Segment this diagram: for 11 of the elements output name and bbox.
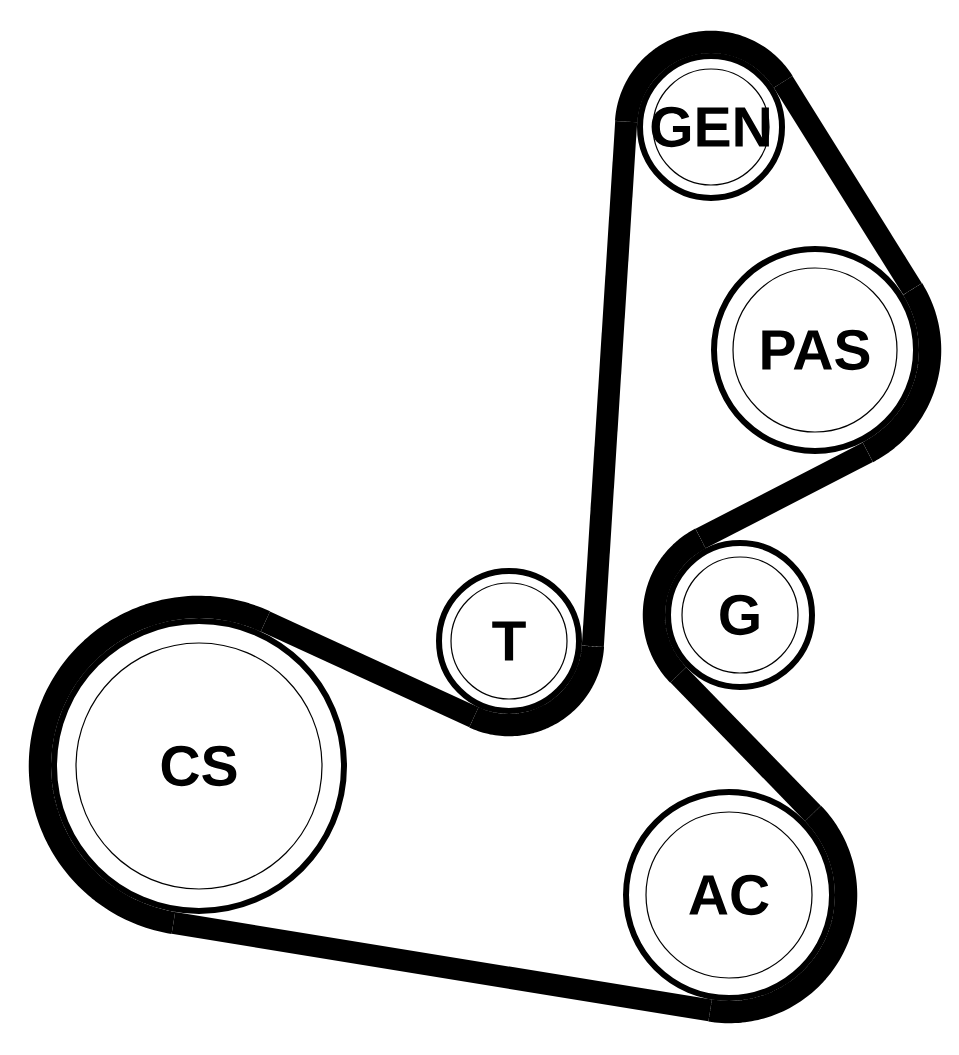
belt [581, 120, 638, 648]
pulley: G [665, 540, 815, 690]
pulley: PAS [711, 246, 919, 454]
belt [773, 76, 922, 295]
pulley: T [436, 568, 582, 714]
belt [260, 611, 479, 728]
pulley: CS [51, 618, 347, 914]
belt [670, 667, 821, 822]
belt [695, 442, 873, 549]
belt [171, 912, 712, 1022]
pulley: AC [623, 789, 835, 1001]
